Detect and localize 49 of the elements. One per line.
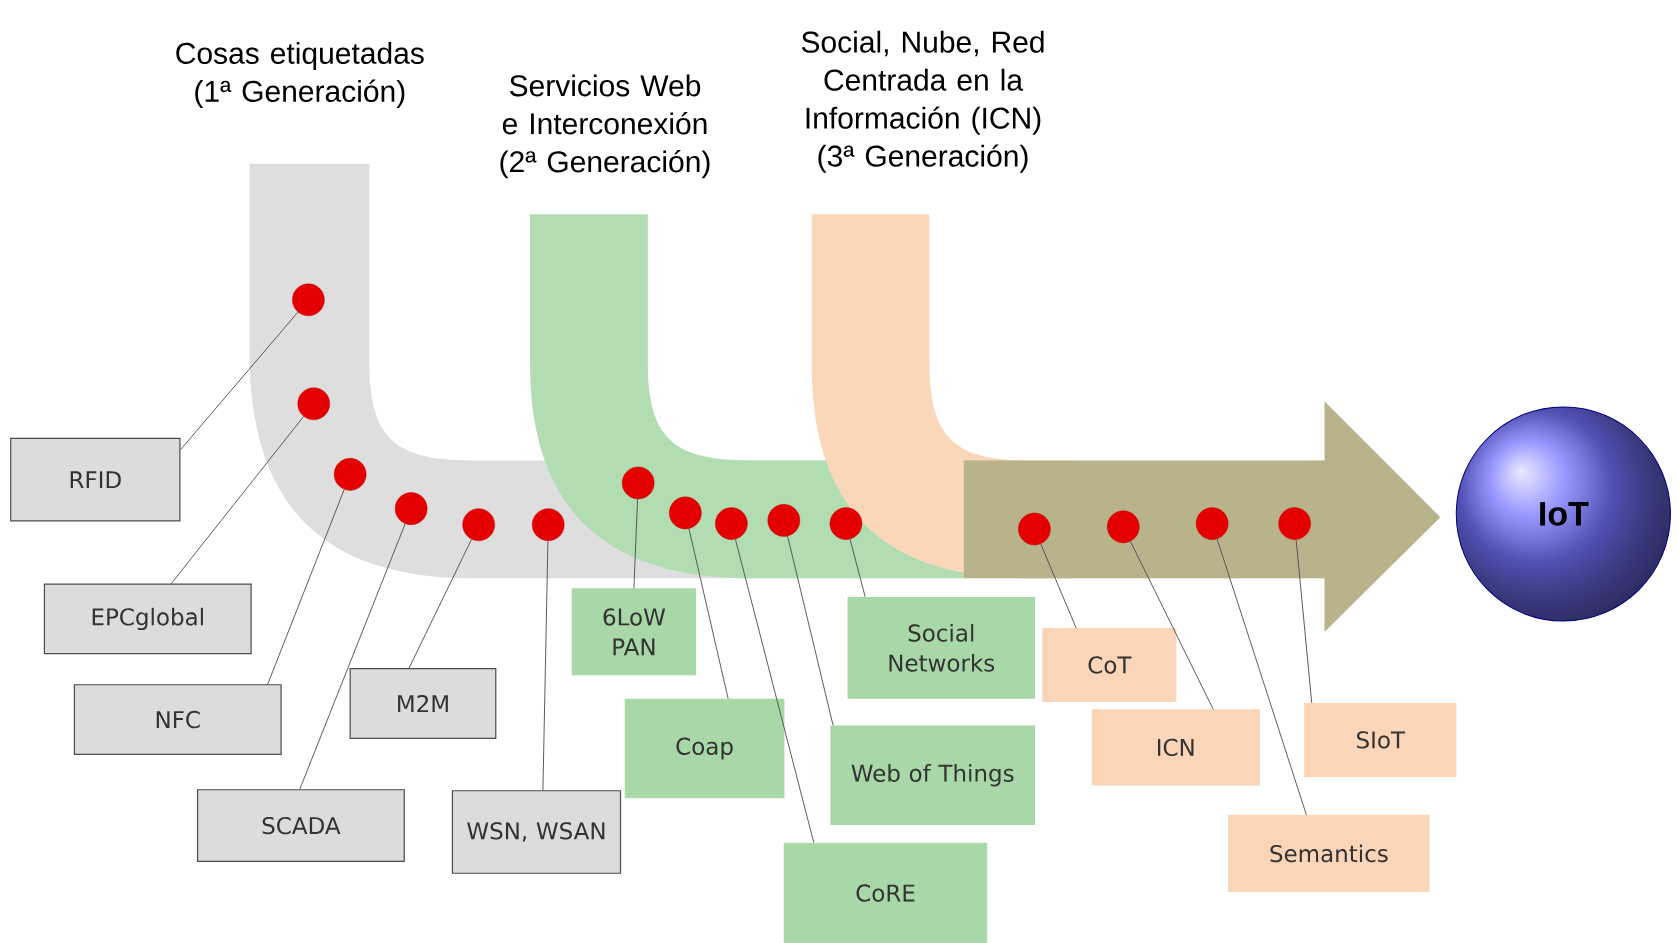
circle-node: IoT <box>1455 406 1671 622</box>
label-box: M2M <box>349 667 497 739</box>
label-box: Semantics <box>1228 814 1430 892</box>
leader-line <box>267 488 345 685</box>
label-box: Web of Things <box>830 725 1035 825</box>
dot-marker <box>1278 507 1311 540</box>
label-box: SCADA <box>196 788 405 862</box>
leader-line <box>299 523 406 790</box>
label-box: Coap <box>624 698 785 799</box>
leader-line <box>542 540 549 791</box>
dot-marker <box>462 508 495 541</box>
leader-line <box>849 538 866 598</box>
dot-marker <box>1195 507 1229 540</box>
label-box: RFID <box>10 437 181 522</box>
leader-line <box>1295 539 1313 704</box>
label-box: SIoT <box>1304 702 1457 777</box>
leader-line <box>734 538 815 843</box>
heading: Servicios Web e Interconexión (2ª Generación) <box>500 74 710 179</box>
dot-marker <box>621 466 655 499</box>
label-box: WSN, WSAN <box>451 790 622 874</box>
leader-line <box>170 415 305 584</box>
label-box: ICN <box>1091 709 1260 786</box>
dot-marker <box>1018 512 1051 546</box>
dot-marker <box>829 507 863 540</box>
label-box: 6LoW PAN <box>571 588 697 676</box>
dot-marker <box>1107 510 1140 543</box>
dot-marker <box>394 492 428 525</box>
label-box: Social Networks <box>847 596 1035 699</box>
dot-marker <box>297 387 330 420</box>
dot-marker <box>715 507 748 540</box>
dot-marker <box>767 504 801 537</box>
leader-line <box>1130 540 1214 710</box>
leader-line <box>787 535 834 726</box>
label-box: CoRE <box>783 842 988 943</box>
leader-line <box>1040 543 1077 629</box>
label-box: NFC <box>73 684 282 755</box>
heading: Cosas etiquetadas (1ª Generación) <box>176 41 424 108</box>
dot-marker <box>333 457 367 491</box>
dot-marker <box>669 496 702 529</box>
dot-marker <box>532 508 565 541</box>
leader-line <box>180 311 299 450</box>
leader-line <box>408 538 472 669</box>
leader-line <box>633 498 638 589</box>
label-box: EPCglobal <box>43 583 252 655</box>
leader-line <box>688 528 729 699</box>
dot-marker <box>292 283 325 316</box>
heading: Social, Nube, Red Centrada en la Información (ICN) (3ª Generación) <box>801 30 1044 173</box>
leader-line <box>1216 538 1307 816</box>
label-box: CoT <box>1042 627 1177 702</box>
